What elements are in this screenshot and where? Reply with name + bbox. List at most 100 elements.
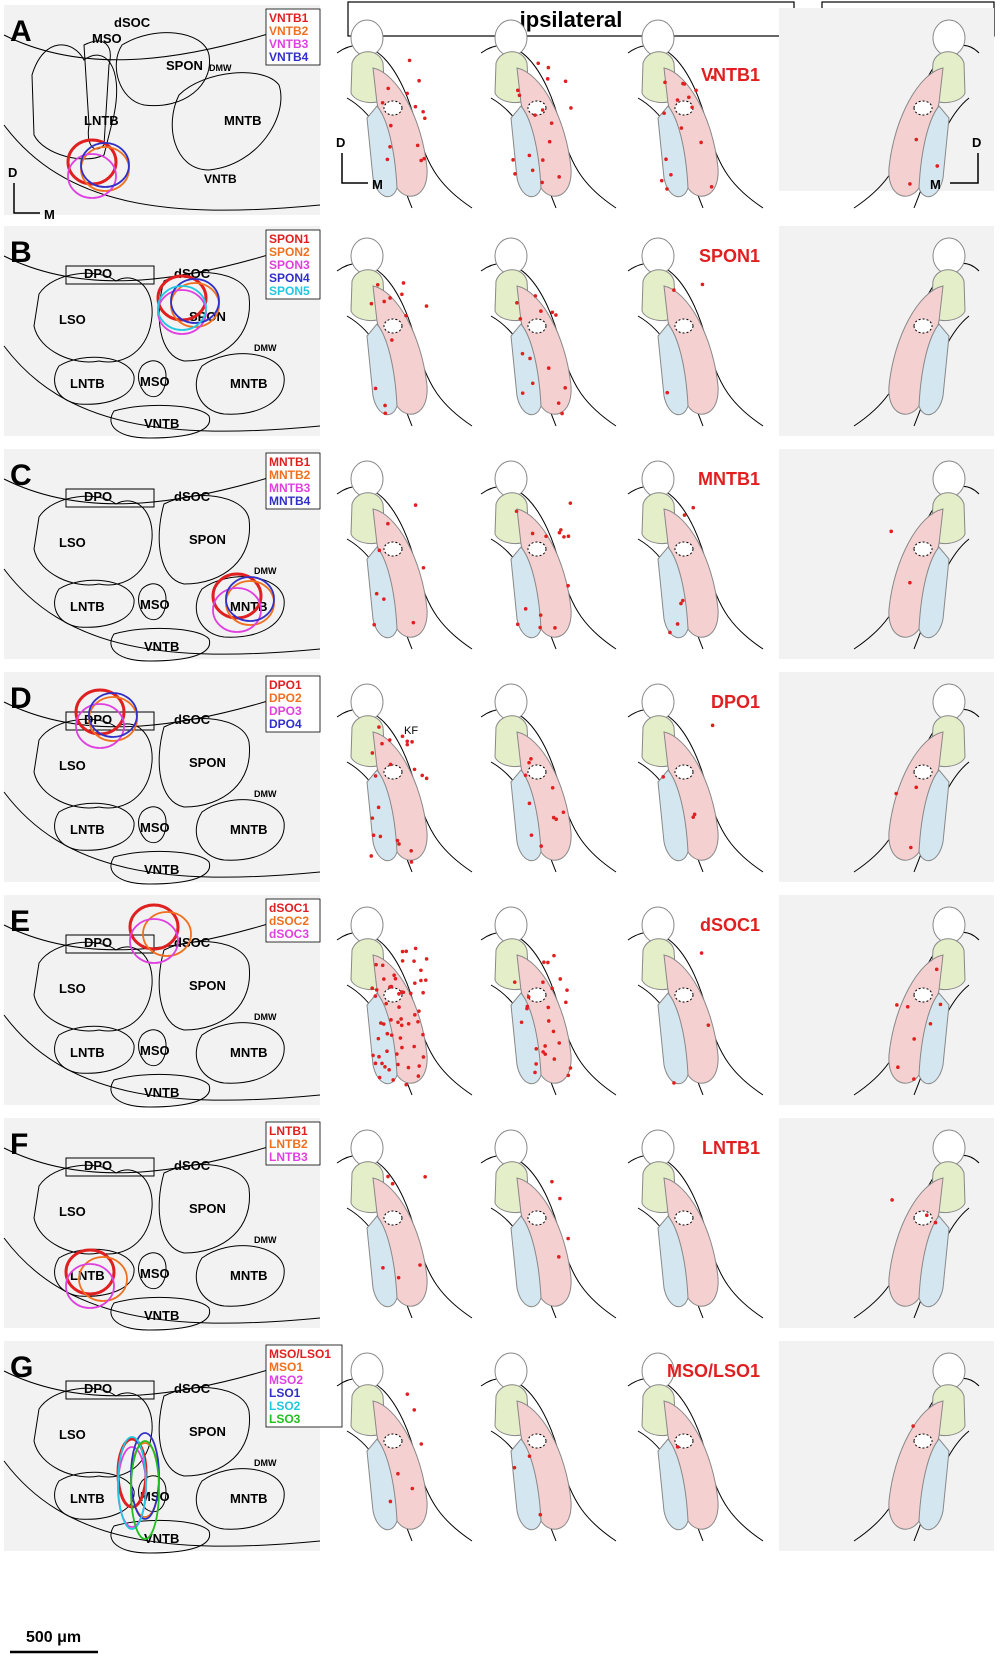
ipsi-section-1 xyxy=(336,19,473,209)
kf-circle xyxy=(383,541,403,557)
ventral-edge xyxy=(3,568,321,655)
labeled-cell xyxy=(540,180,544,185)
contra-section xyxy=(779,895,994,1105)
labeled-cell xyxy=(541,158,545,162)
labeled-cell xyxy=(935,164,940,168)
example-case-label: SPON1 xyxy=(699,246,760,266)
ipsi-section-1 xyxy=(336,460,473,650)
nucleus-dpo xyxy=(65,1157,155,1177)
labeled-cell xyxy=(374,591,379,596)
zone-top xyxy=(494,1129,528,1167)
zone-pink xyxy=(663,731,719,861)
zone-blue xyxy=(657,1215,689,1308)
labeled-cell xyxy=(569,106,573,110)
labeled-cell xyxy=(417,78,421,83)
contra-section xyxy=(779,8,994,209)
zone-top xyxy=(494,460,528,498)
nucleus-vntb xyxy=(110,1296,211,1331)
labeled-cell xyxy=(401,990,406,995)
label-dmw: DMW xyxy=(254,343,277,353)
label-dorsal: D xyxy=(972,135,981,150)
labeled-cell xyxy=(373,386,378,391)
injection-outline-vntb3 xyxy=(67,153,117,199)
labeled-cell xyxy=(407,58,412,63)
labeled-cell xyxy=(421,990,425,995)
section-outline xyxy=(336,1352,473,1542)
labeled-cell xyxy=(554,817,558,821)
labeled-cell xyxy=(377,548,382,553)
labeled-cell xyxy=(675,1445,680,1449)
panel-letter: G xyxy=(10,1351,33,1384)
labeled-cell xyxy=(546,1005,551,1010)
labeled-cells xyxy=(515,294,567,416)
scale-bar-label: 500 μm xyxy=(26,1629,81,1646)
labeled-cell xyxy=(668,630,672,635)
labeled-cell xyxy=(418,1263,422,1267)
ipsi-section-1 xyxy=(336,237,473,427)
labeled-cells xyxy=(511,61,573,185)
labeled-cell xyxy=(390,1181,395,1186)
zone-top xyxy=(350,1129,384,1167)
zone-top xyxy=(494,1352,528,1390)
labeled-cell xyxy=(527,801,532,806)
labeled-cell xyxy=(400,292,404,297)
ipsi-section-3 xyxy=(627,1352,764,1542)
legend-item: DPO1 xyxy=(269,678,302,692)
labeled-cell xyxy=(417,1009,421,1013)
zone-pink xyxy=(888,1400,944,1530)
nucleus-vntb xyxy=(110,1519,211,1554)
kf-circle xyxy=(913,987,933,1003)
labeled-cell xyxy=(550,1179,554,1184)
labeled-cell xyxy=(399,1023,404,1028)
section-outline xyxy=(336,19,473,209)
labeled-cell xyxy=(539,844,544,848)
zone-top xyxy=(350,19,384,57)
labeled-cell xyxy=(415,143,420,148)
labeled-cell xyxy=(371,1053,375,1058)
labeled-cell xyxy=(541,980,545,985)
zone-pink xyxy=(372,1400,428,1530)
labeled-cell xyxy=(399,1017,403,1021)
labeled-cell xyxy=(374,988,379,992)
labeled-cell xyxy=(566,1236,570,1241)
labeled-cell xyxy=(568,1066,573,1070)
kf-circle xyxy=(527,1433,547,1449)
zone-pink xyxy=(663,1177,719,1307)
zone-blue xyxy=(918,105,950,198)
zone-top xyxy=(350,237,384,275)
label-spon: SPON xyxy=(189,532,226,547)
labeled-cell xyxy=(398,1036,403,1040)
labeled-cell xyxy=(908,580,912,585)
label-vntb: VNTB xyxy=(144,1085,179,1100)
ipsi-section-2 xyxy=(480,906,617,1096)
nucleus-mso xyxy=(138,360,167,398)
labeled-cell xyxy=(386,86,390,91)
labeled-cell xyxy=(409,860,414,864)
kf-circle xyxy=(913,1210,933,1226)
labeled-cell xyxy=(389,984,394,989)
legend-item: SPON5 xyxy=(269,284,310,298)
legend-item: MSO/LSO1 xyxy=(269,1347,331,1361)
labeled-cell xyxy=(541,1050,545,1054)
nucleus-mntb xyxy=(171,72,282,171)
nucleus-lntb xyxy=(54,802,135,851)
labeled-cell xyxy=(370,751,375,755)
legend-item: DPO3 xyxy=(269,704,302,718)
zone-blue xyxy=(510,1215,542,1308)
labeled-cell xyxy=(546,366,551,370)
section-outline xyxy=(853,237,980,427)
panel-letter: C xyxy=(10,459,32,492)
nucleus-lntb xyxy=(54,579,135,628)
labeled-cell xyxy=(370,986,374,990)
zone-blue xyxy=(510,992,542,1085)
labeled-cell xyxy=(530,168,535,173)
labeled-cell xyxy=(679,601,683,606)
legend-item: MNTB1 xyxy=(269,455,311,469)
labeled-cell xyxy=(538,1512,543,1517)
kf-circle xyxy=(527,1210,547,1226)
nucleus-vntb xyxy=(110,404,211,439)
